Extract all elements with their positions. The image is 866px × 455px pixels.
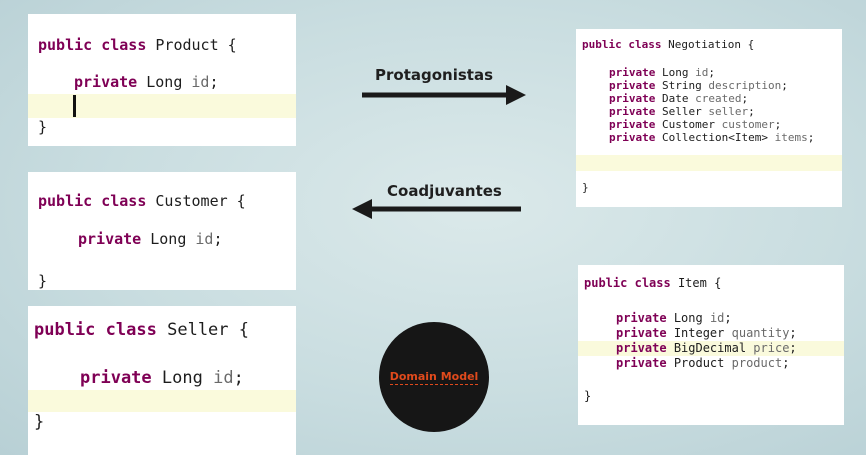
class-declaration: public class Negotiation { (582, 38, 755, 51)
text-cursor (73, 95, 76, 117)
domain-model-label: Domain Model (389, 369, 479, 385)
field-declaration: private Seller seller; (609, 105, 755, 118)
class-name: Item (677, 276, 707, 290)
field-declaration: private Date created; (609, 92, 749, 105)
current-line-highlight (28, 94, 296, 118)
domain-model-badge: Domain Model (379, 322, 489, 432)
product-class-snippet: public class Product { private Long id; … (28, 14, 296, 146)
field-declaration: private String description; (609, 79, 788, 92)
field-declaration: private Long id; (74, 73, 219, 91)
class-name: Customer (155, 192, 228, 210)
field-declaration: private Long id; (78, 230, 223, 248)
class-declaration: public class Product { (38, 36, 237, 54)
item-class-snippet: public class Item { private Long id; pri… (578, 265, 844, 425)
closing-brace: } (38, 118, 48, 136)
field-declaration: private Long id; (609, 66, 715, 79)
protagonistas-label: Protagonistas (375, 66, 494, 84)
negotiation-class-snippet: public class Negotiation { private Long … (576, 29, 842, 207)
current-line-highlight (28, 390, 296, 412)
closing-brace: } (582, 181, 589, 194)
class-name: Product (155, 36, 219, 54)
field-declaration: private Customer customer; (609, 118, 782, 131)
current-line-highlight (578, 341, 844, 356)
left-arrow-icon (352, 199, 521, 219)
field-declaration: private Product product; (616, 356, 790, 370)
right-arrow-icon (362, 85, 526, 105)
current-line-highlight (576, 155, 842, 171)
customer-class-snippet: public class Customer { private Long id;… (28, 172, 296, 290)
closing-brace: } (34, 412, 45, 432)
closing-brace: } (584, 389, 592, 403)
class-name: Negotiation (668, 38, 741, 51)
coadjuvantes-label: Coadjuvantes (387, 182, 502, 200)
class-name: Seller (167, 320, 229, 340)
field-declaration: private Long id; (80, 368, 244, 388)
class-declaration: public class Item { (584, 276, 722, 290)
class-declaration: public class Customer { (38, 192, 246, 210)
field-declaration: private Integer quantity; (616, 326, 797, 340)
closing-brace: } (38, 272, 48, 290)
field-declaration: private Long id; (616, 311, 732, 325)
seller-class-snippet: public class Seller { private Long id; } (28, 306, 296, 455)
field-declaration: private Collection<Item> items; (609, 131, 815, 144)
field-declaration: private BigDecimal price; (616, 341, 797, 355)
class-declaration: public class Seller { (34, 320, 250, 340)
